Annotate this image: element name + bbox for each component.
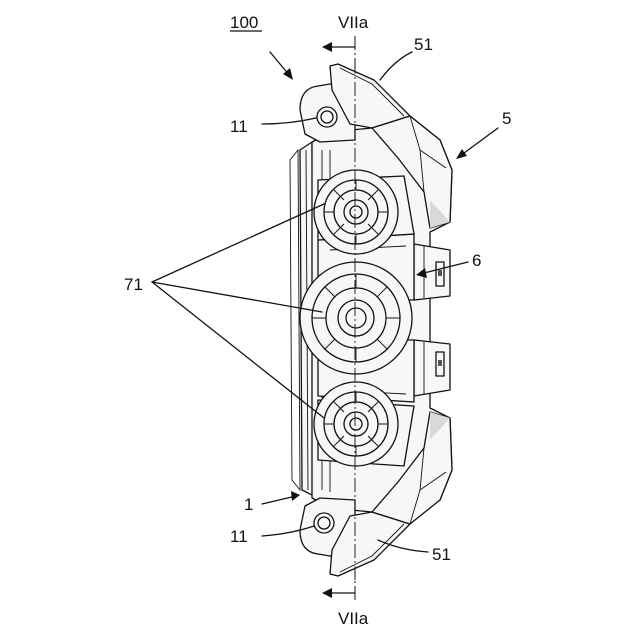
label-51-bottom: 51 [432,545,451,564]
bleeder-port-bottom [414,340,450,396]
piston-bottom [314,382,398,466]
label-5: 5 [502,109,511,128]
label-section-bottom: VIIa [338,609,369,628]
label-1: 1 [244,495,253,514]
label-11-top: 11 [230,117,248,136]
piston-top [314,170,398,254]
label-section-top: VIIa [338,13,369,32]
label-11-bottom: 11 [230,527,248,546]
label-assembly-100: 100 [230,13,258,32]
bleeder-port-top [414,244,450,300]
arrowhead-bottom [322,588,332,598]
arrowhead-top [322,42,332,52]
label-51-top: 51 [414,35,433,54]
label-6: 6 [472,251,481,270]
piston-middle [300,262,412,374]
label-71: 71 [124,275,143,294]
